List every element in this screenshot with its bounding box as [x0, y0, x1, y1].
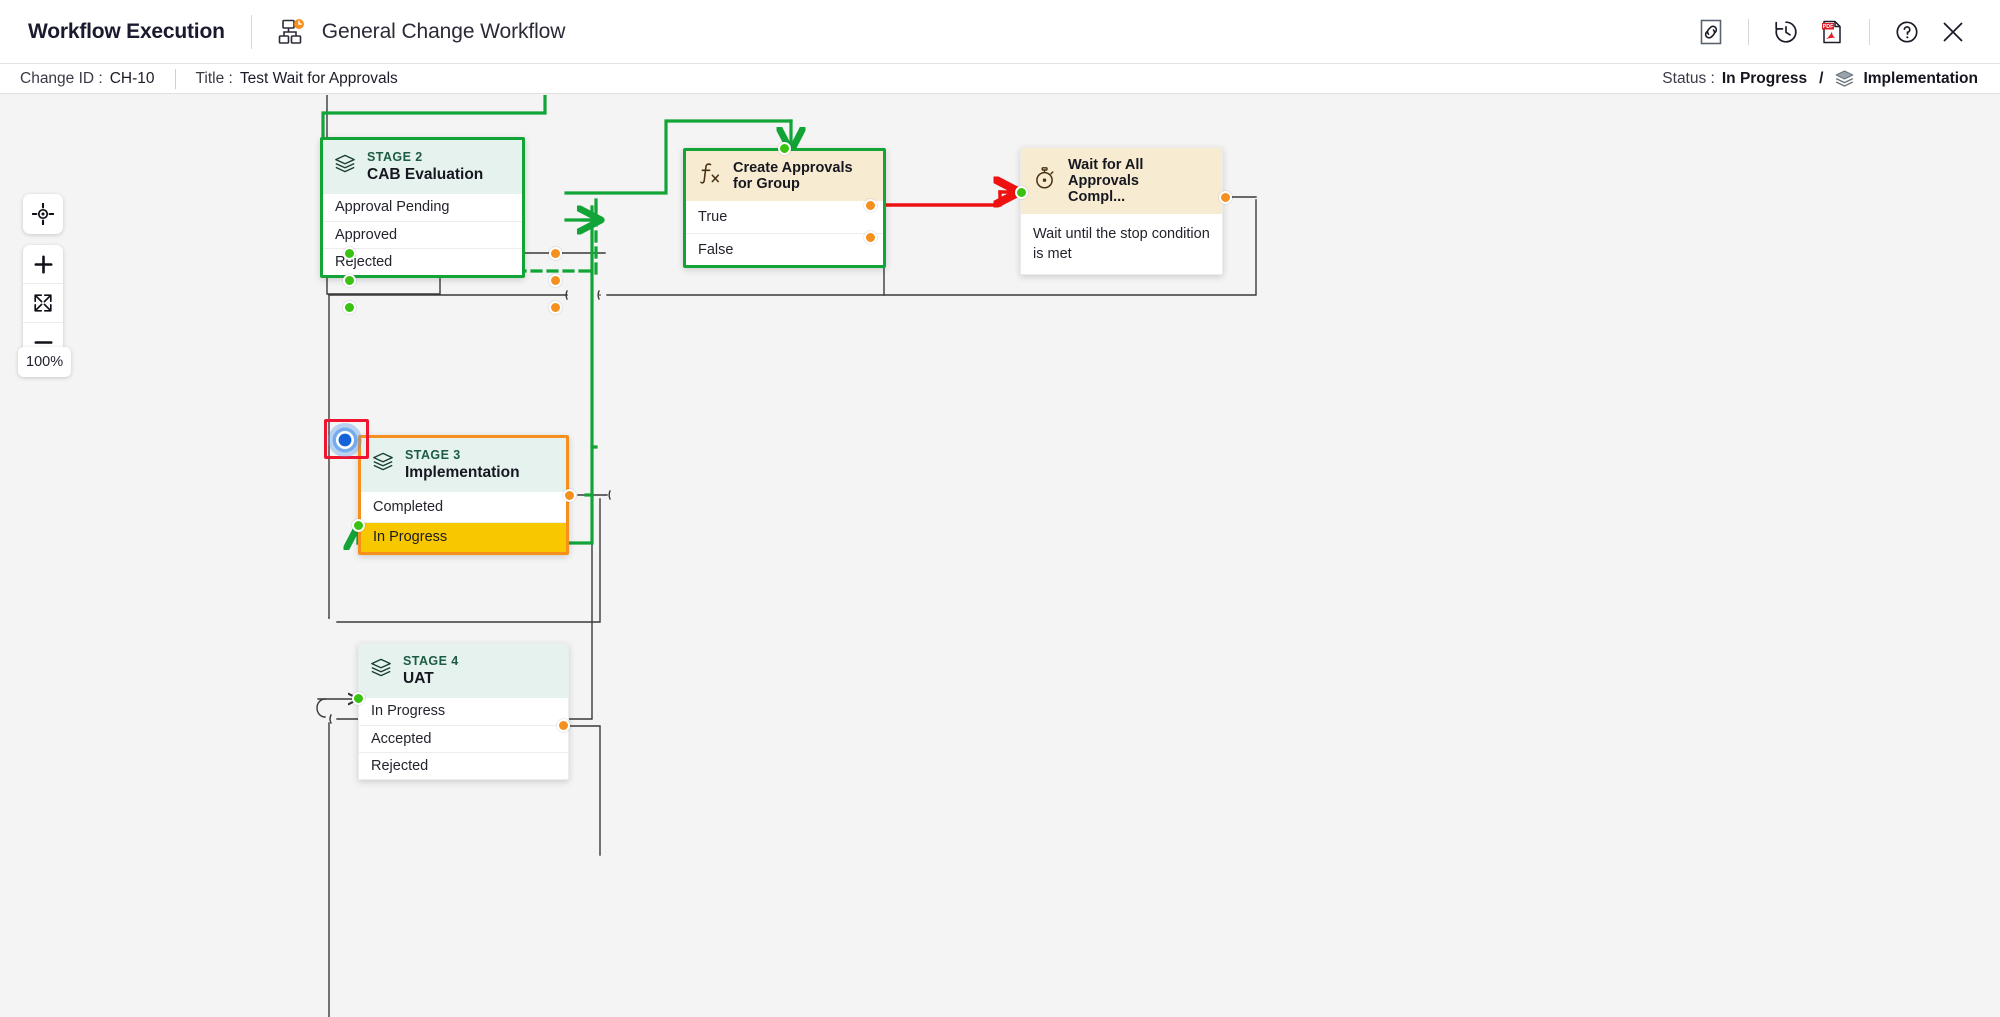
- zoom-control-stack: [23, 245, 63, 362]
- node-stage4-header: STAGE 4 UAT: [359, 644, 568, 698]
- node-stage4-name: UAT: [403, 670, 434, 687]
- status-separator: /: [1819, 69, 1824, 87]
- subheader-divider: [174, 68, 176, 89]
- fit-screen-icon[interactable]: [23, 284, 63, 323]
- timer-icon: [1032, 166, 1057, 196]
- header-actions: PDF: [1688, 9, 2000, 55]
- port-create-approvals-in[interactable]: [778, 142, 791, 155]
- close-icon[interactable]: [1930, 9, 1976, 55]
- plus-icon[interactable]: [23, 245, 63, 284]
- port-wait-approvals-out[interactable]: [1219, 191, 1232, 204]
- change-id-label: Change ID :: [20, 69, 103, 87]
- node-stage4-row-accepted[interactable]: Accepted: [359, 724, 568, 752]
- action-divider-1: [1748, 18, 1749, 45]
- title-value: Test Wait for Approvals: [239, 69, 398, 87]
- workflow-edges: [316, 95, 1257, 1017]
- zoom-level-label[interactable]: 100%: [18, 347, 72, 377]
- page-title: Workflow Execution: [28, 19, 225, 43]
- link-icon[interactable]: [1688, 9, 1734, 55]
- record-subheader: Change ID : CH-10 Title : Test Wait for …: [0, 64, 2000, 94]
- port-stage2-approved-in[interactable]: [343, 274, 356, 287]
- crosshair-target-icon[interactable]: [23, 194, 63, 234]
- header-divider: [250, 14, 252, 49]
- node-wait-approvals-name: Wait for All Approvals Compl...: [1068, 157, 1144, 205]
- node-stage3-kicker: STAGE 3: [405, 448, 461, 462]
- layers-icon: [370, 658, 392, 683]
- layers-icon: [1835, 70, 1854, 87]
- change-id-value: CH-10: [109, 69, 155, 87]
- port-stage3-completed-out[interactable]: [563, 489, 576, 502]
- node-create-approvals-header: Create Approvals for Group: [686, 151, 883, 201]
- node-stage3-row-completed[interactable]: Completed: [361, 491, 566, 522]
- workflow-clock-icon: [278, 18, 308, 45]
- node-stage4-row-rejected[interactable]: Rejected: [359, 751, 568, 779]
- port-stage2-approval-pending-in[interactable]: [343, 247, 356, 260]
- node-stage2-row-rejected[interactable]: Rejected: [323, 247, 522, 275]
- node-stage3-row-in-progress[interactable]: In Progress: [361, 521, 566, 552]
- app-header: Workflow Execution General Change Workfl…: [0, 0, 2000, 64]
- node-stage2[interactable]: STAGE 2 CAB Evaluation Approval Pending …: [320, 137, 525, 278]
- history-icon[interactable]: [1763, 9, 1809, 55]
- node-create-approvals-name: Create Approvals for Group: [733, 160, 853, 192]
- port-create-approvals-true-out[interactable]: [864, 199, 877, 212]
- port-stage4-accepted-out[interactable]: [557, 719, 570, 732]
- node-wait-approvals[interactable]: Wait for All Approvals Compl... Wait unt…: [1020, 147, 1223, 275]
- node-create-approvals-row-false[interactable]: False: [686, 233, 883, 265]
- minus-icon[interactable]: [23, 323, 63, 362]
- node-create-approvals[interactable]: Create Approvals for Group True False: [683, 148, 886, 268]
- node-stage2-name: CAB Evaluation: [367, 166, 484, 183]
- status-label: Status :: [1662, 69, 1715, 87]
- port-stage4-in-progress-in[interactable]: [352, 692, 365, 705]
- subheader-right: Status : In Progress / Implementation: [1662, 70, 2000, 88]
- node-stage4[interactable]: STAGE 4 UAT In Progress Accepted Rejecte…: [358, 643, 569, 780]
- layers-icon: [372, 452, 394, 477]
- pdf-icon[interactable]: PDF: [1809, 9, 1855, 55]
- port-stage2-rejected-out[interactable]: [549, 301, 562, 314]
- node-stage4-row-in-progress[interactable]: In Progress: [359, 697, 568, 725]
- port-stage3-in-progress-in[interactable]: [352, 519, 365, 532]
- node-wait-approvals-header: Wait for All Approvals Compl...: [1021, 148, 1222, 214]
- port-stage2-approval-pending-out[interactable]: [549, 247, 562, 260]
- node-stage2-row-approved[interactable]: Approved: [323, 220, 522, 248]
- title-label: Title :: [195, 69, 233, 87]
- port-create-approvals-false-out[interactable]: [864, 231, 877, 244]
- node-wait-approvals-body: Wait until the stop condition is met: [1021, 214, 1222, 274]
- help-icon[interactable]: [1884, 9, 1930, 55]
- workflow-canvas[interactable]: STAGE 2 CAB Evaluation Approval Pending …: [0, 95, 2000, 1017]
- fx-icon: [697, 161, 722, 191]
- node-stage3[interactable]: STAGE 3 Implementation Completed In Prog…: [358, 435, 569, 555]
- port-wait-approvals-in[interactable]: [1015, 186, 1028, 199]
- node-stage2-row-approval-pending[interactable]: Approval Pending: [323, 193, 522, 221]
- layers-icon: [334, 154, 356, 179]
- current-stage-value: Implementation: [1863, 69, 1978, 87]
- action-divider-2: [1869, 18, 1870, 45]
- node-stage2-header: STAGE 2 CAB Evaluation: [323, 140, 522, 194]
- subheader-left: Change ID : CH-10 Title : Test Wait for …: [20, 68, 398, 89]
- status-badge: In Progress: [1721, 69, 1808, 87]
- node-stage4-kicker: STAGE 4: [403, 654, 459, 668]
- workflow-name: General Change Workflow: [321, 19, 566, 43]
- svg-text:PDF: PDF: [1823, 24, 1834, 30]
- node-stage3-header: STAGE 3 Implementation: [361, 438, 566, 492]
- node-stage2-kicker: STAGE 2: [367, 150, 423, 164]
- node-create-approvals-row-true[interactable]: True: [686, 201, 883, 233]
- port-stage2-rejected-in[interactable]: [343, 301, 356, 314]
- node-stage3-name: Implementation: [405, 464, 520, 481]
- port-stage2-approved-out[interactable]: [549, 274, 562, 287]
